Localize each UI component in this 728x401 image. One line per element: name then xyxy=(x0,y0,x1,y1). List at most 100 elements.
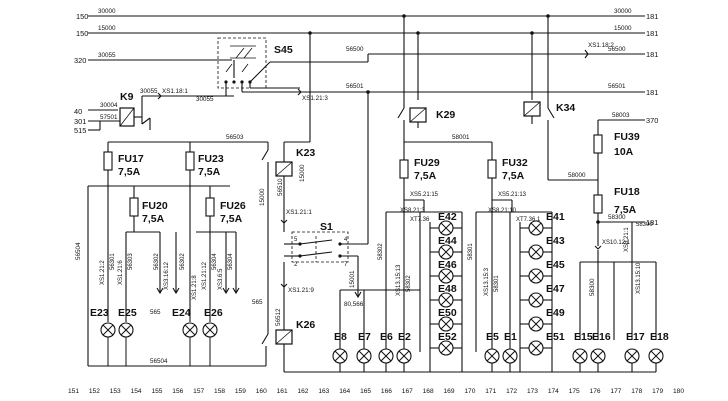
fuse-fu39-rating: 10A xyxy=(614,146,634,158)
wire-label-15000-b: 15000 xyxy=(259,188,266,206)
wire-label-xs5-21-13: XS5.21:13 xyxy=(498,192,527,198)
lamp-e44: E44 xyxy=(438,235,457,260)
lamp-e43: E43 xyxy=(528,235,565,260)
terminal-301: 301 xyxy=(74,117,86,126)
bus-56500-right-wire: 56500 xyxy=(608,46,626,53)
axis-number: 158 xyxy=(214,388,225,395)
relay-k9: K9 30055 XS1.18:1 30055 xyxy=(119,88,234,130)
wire-label-58302: 58302 xyxy=(378,243,384,260)
lamp-e25: E25 xyxy=(118,307,137,366)
axis-number: 178 xyxy=(631,388,642,395)
axis-number: 180 xyxy=(673,388,684,395)
lamp-e50-label: E50 xyxy=(438,307,457,319)
bus-56501: 56501 56501 181 XS1.21:3 xyxy=(242,83,658,102)
axis-number: 157 xyxy=(193,388,204,395)
wire-label-xs1-21-12: XS1.21:12 xyxy=(202,261,208,290)
relay-k26-label: K26 xyxy=(296,319,315,331)
axis-number: 172 xyxy=(506,388,517,395)
lamp-e17-label: E17 xyxy=(626,331,645,343)
fuse-fu39: FU39 10A xyxy=(593,131,640,158)
bus-58003-right-terminal: 370 xyxy=(646,116,658,125)
lamp-e26-label: E26 xyxy=(204,307,223,319)
axis-number: 171 xyxy=(485,388,496,395)
bus-30055-left-terminal: 320 xyxy=(74,56,86,65)
wire-label-xs1-18-2: XS1.18:2 xyxy=(588,42,614,49)
relay-k23: K23 15000 15000 56510 XS1.21:1 xyxy=(259,31,315,232)
wire-label-56512: 56512 xyxy=(275,308,282,326)
wire-label-15001: 15001 xyxy=(349,270,356,288)
wire-label-xs1-18-1: XS1.18:1 xyxy=(162,88,188,95)
fuse-fu32-rating: 7,5A xyxy=(502,170,525,182)
wire-label-30004: 30004 xyxy=(100,102,118,109)
bus-30000-left-terminal: 150 xyxy=(76,12,88,21)
bus-30055: 320 30055 xyxy=(74,52,235,78)
axis-number: 153 xyxy=(110,388,121,395)
terminal-515: 515 xyxy=(74,126,86,135)
lamp-e8: E8 xyxy=(332,331,348,364)
wire-label-58301: 58301 xyxy=(468,243,474,260)
lamp-e47: E47 xyxy=(528,283,565,308)
wire-label-56301: 56301 xyxy=(110,253,116,270)
lamp-e5: E5 xyxy=(484,331,500,364)
axis-number: 165 xyxy=(360,388,371,395)
lamp-e15-label: E15 xyxy=(574,331,593,343)
lamp-e18: E18 xyxy=(648,331,669,364)
fuse-fu23-rating: 7,5A xyxy=(198,166,221,178)
wire-label-58300-b: 58300 xyxy=(636,222,653,228)
relay-k9-label: K9 xyxy=(120,91,134,103)
relay-k34: K34 58000 FU39 10A FU18 7,5A XS10.12:1 5… xyxy=(523,14,657,340)
wire-label-58301-b: 58301 xyxy=(494,275,500,292)
axis-number: 164 xyxy=(339,388,350,395)
fuse-fu29: FU29 7,5A xyxy=(399,157,440,182)
fuse-fu39-label: FU39 xyxy=(614,131,640,143)
wire-label-56503: 56503 xyxy=(226,134,244,141)
fuse-fu32-label: FU32 xyxy=(502,157,528,169)
lamp-e1-label: E1 xyxy=(504,331,517,343)
lamp-e52-label: E52 xyxy=(438,331,457,343)
bus-30000-right-wire: 30000 xyxy=(614,8,632,15)
lamp-e24: E24 xyxy=(172,307,198,366)
lamp-e24-label: E24 xyxy=(172,307,191,319)
terminal-40: 40 xyxy=(74,107,82,116)
lamp-column-a xyxy=(429,212,463,372)
wire-label-xs1-21-8: XS1.21:8 xyxy=(192,275,198,300)
axis-number: 177 xyxy=(610,388,621,395)
axis-number: 173 xyxy=(527,388,538,395)
lamp-e45: E45 xyxy=(528,259,565,284)
wire-label-xs1-21-3: XS1.21:3 xyxy=(302,95,328,102)
lamp-e7: E7 xyxy=(356,331,372,364)
wire-label-58000: 58000 xyxy=(568,172,586,179)
wire-label-56501: 56501 xyxy=(346,83,364,90)
wire-label-15000-vert: 15000 xyxy=(299,164,306,182)
axis-number: 151 xyxy=(68,388,79,395)
s1-contact-5: 5 xyxy=(294,237,298,243)
bus-56501-right-wire: 56501 xyxy=(608,83,626,90)
bus-30000: 150 30000 30000 181 xyxy=(76,8,658,21)
fuse-fu18-rating: 7,5A xyxy=(614,204,637,216)
axis-number: 175 xyxy=(569,388,580,395)
lamp-e46: E46 xyxy=(438,259,457,284)
fuse-fu20: FU20 7,5A xyxy=(129,197,168,225)
axis-number: 167 xyxy=(402,388,413,395)
axis-number: 176 xyxy=(590,388,601,395)
bus-15000-right-terminal: 181 xyxy=(646,29,658,38)
lamp-e42: E42 xyxy=(438,211,457,236)
lamp-e15: E15 xyxy=(572,331,593,364)
wire-label-58302-b: 58302 xyxy=(406,275,412,292)
left-terminals: 40 301 515 30004 57501 xyxy=(74,102,120,135)
fuse-fu20-label: FU20 xyxy=(142,200,168,212)
wire-label-xs13-15-10: XS13.15:10 xyxy=(636,262,642,294)
bus-15000-left-wire: 15000 xyxy=(98,25,116,32)
fuse-fu26-rating: 7,5A xyxy=(220,213,243,225)
axis-number: 152 xyxy=(89,388,100,395)
lamp-e41: E41 xyxy=(528,211,565,236)
fuse-fu26: FU26 7,5A xyxy=(205,197,246,225)
lamp-e41-label: E41 xyxy=(546,211,565,223)
wire-label-56504-vert: 56504 xyxy=(75,242,82,260)
wire-label-58001: 58001 xyxy=(452,134,470,141)
wire-label-80-566: 80,566 xyxy=(344,301,364,308)
fuse-fu29-rating: 7,5A xyxy=(414,170,437,182)
